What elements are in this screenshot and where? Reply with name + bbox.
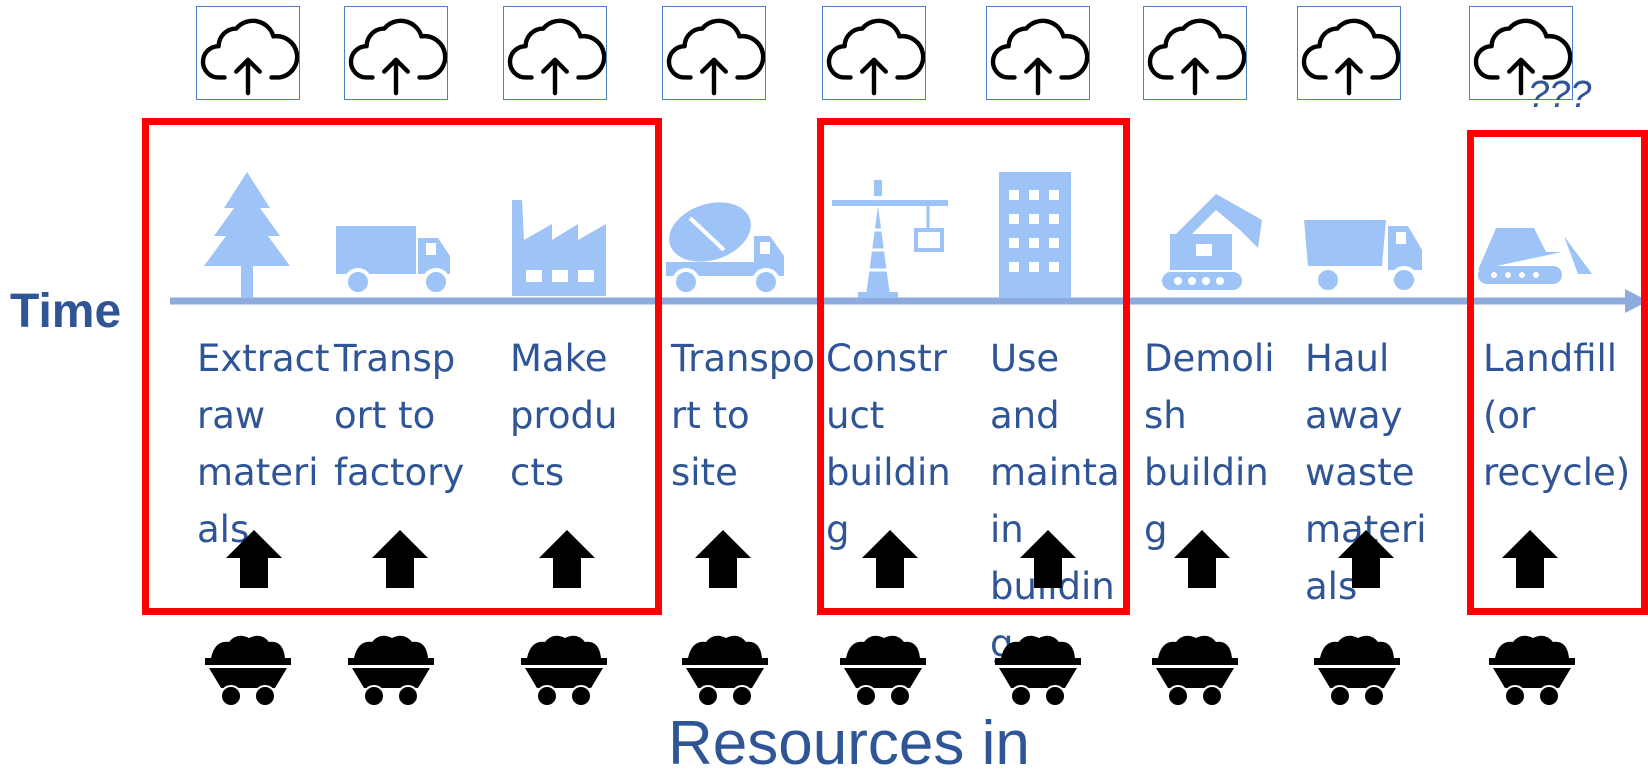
stage-label-haul-away: Haul away waste materi als	[1305, 337, 1427, 608]
coal-cart-icon	[346, 630, 436, 710]
resources-in-label: Resources in	[668, 709, 1030, 778]
highlight-frame-manufacturing	[142, 118, 662, 615]
cloud-upload-icon	[1143, 6, 1247, 100]
up-arrow-icon	[1500, 528, 1560, 590]
cloud-upload-icon	[662, 6, 766, 100]
stage-label-landfill: Landfill (or recycle)	[1483, 337, 1631, 494]
coal-cart-icon	[1312, 630, 1402, 710]
coal-cart-icon	[1487, 630, 1577, 710]
coal-cart-icon	[203, 630, 293, 710]
stage-label-use-and-maintain: Use and mainta in buildin g	[990, 337, 1120, 665]
tree-icon	[182, 170, 312, 300]
factory-icon	[502, 170, 632, 300]
building-icon	[987, 170, 1117, 300]
stage-label-transport-to-site: Transpo rt to site	[671, 337, 815, 494]
up-arrow-icon	[1018, 528, 1078, 590]
up-arrow-icon	[224, 528, 284, 590]
up-arrow-icon	[537, 528, 597, 590]
truck-icon	[332, 170, 462, 300]
time-axis-label: Time	[10, 285, 122, 338]
cloud-upload-icon	[503, 6, 607, 100]
timeline-arrow	[170, 289, 1648, 313]
coal-cart-icon	[519, 630, 609, 710]
cloud-upload-icon	[1469, 6, 1573, 100]
cement-mixer-icon	[662, 170, 792, 300]
cloud-upload-icon	[1297, 6, 1401, 100]
cloud-upload-icon	[986, 6, 1090, 100]
unknown-output-marker: ???	[1528, 74, 1592, 116]
stage-label-demolish: Demoli sh buildin g	[1144, 337, 1275, 551]
crane-icon	[828, 170, 958, 300]
cloud-upload-icon	[822, 6, 926, 100]
coal-cart-icon	[993, 630, 1083, 710]
up-arrow-icon	[1172, 528, 1232, 590]
dump-truck-icon	[1300, 170, 1430, 300]
highlight-frame-construction-use	[817, 118, 1130, 615]
up-arrow-icon	[370, 528, 430, 590]
up-arrow-icon	[860, 528, 920, 590]
stage-label-make-products: Make produ cts	[510, 337, 618, 494]
stage-label-construct-building: Constr uct buildin g	[826, 337, 951, 551]
excavator-icon	[1156, 170, 1286, 300]
coal-cart-icon	[680, 630, 770, 710]
cloud-upload-icon	[344, 6, 448, 100]
cloud-upload-icon	[196, 6, 300, 100]
stage-label-transport-to-factory: Transp ort to factory	[334, 337, 465, 494]
coal-cart-icon	[838, 630, 928, 710]
up-arrow-icon	[1336, 528, 1396, 590]
bulldozer-icon	[1472, 170, 1602, 300]
highlight-frame-end-of-life	[1467, 130, 1648, 615]
up-arrow-icon	[693, 528, 753, 590]
coal-cart-icon	[1150, 630, 1240, 710]
